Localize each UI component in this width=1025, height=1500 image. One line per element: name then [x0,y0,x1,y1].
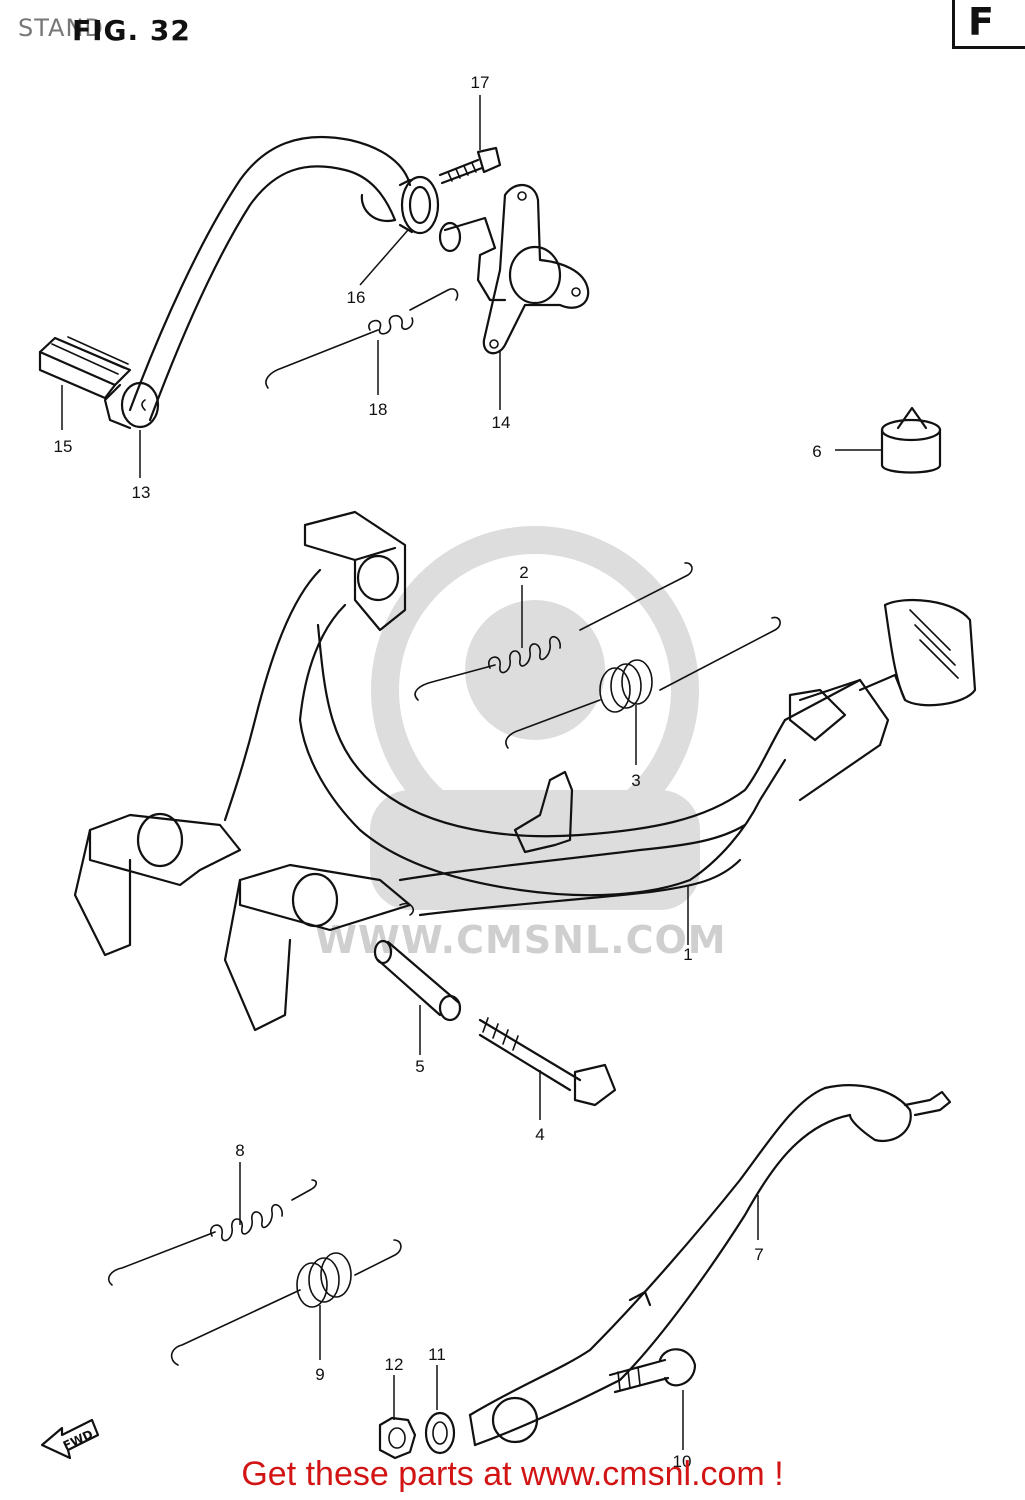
callout-4: 4 [535,1125,544,1144]
stand-spring-upper [414,562,693,701]
callout-2: 2 [519,563,528,582]
callout-9: 9 [315,1365,324,1384]
footer-promo-link[interactable]: Get these parts at www.cmsnl.com ! [241,1455,784,1493]
side-stand-nut [378,1416,417,1460]
pivot-bracket [438,184,590,355]
figure-number: FIG. 32 [72,14,191,47]
stand-bolt [478,1017,617,1107]
callout-10: 10 [673,1452,692,1471]
group-letter-box [952,0,1025,49]
callout-15: 15 [54,437,73,456]
section-title: STAND [18,14,104,42]
pedal-rubber [38,336,132,400]
group-letter: F [968,0,994,44]
pivot-bolt [438,146,502,185]
side-stand-spring-upper [107,1179,318,1286]
callout-8: 8 [235,1141,244,1160]
callout-labels: 1 2 3 4 5 6 7 8 9 10 11 12 13 14 15 16 1… [54,73,822,1471]
brake-pedal [103,135,412,430]
side-stand-washer [424,1411,456,1455]
side-stand [468,1084,952,1447]
side-stand-spring-lower [170,1239,402,1366]
callout-11: 11 [428,1345,446,1364]
callout-17: 17 [471,73,490,92]
callout-13: 13 [132,483,151,502]
callout-1: 1 [683,945,692,964]
side-stand-bolt [608,1348,697,1394]
pivot-bush [398,175,440,235]
callout-16: 16 [347,288,366,307]
leader-lines [61,95,882,1450]
center-stand [73,510,977,1032]
return-spring-small [265,288,459,389]
callout-12: 12 [385,1355,404,1374]
forward-direction-arrow: FWD [40,1418,100,1460]
fwd-label: FWD [61,1427,95,1453]
callout-14: 14 [492,413,511,432]
callout-18: 18 [369,400,388,419]
rubber-stopper [880,406,942,474]
pivot-pipe [373,939,462,1022]
stand-spring-lower [505,616,781,749]
callout-6: 6 [812,442,821,461]
callout-7: 7 [754,1245,763,1264]
callout-3: 3 [631,771,640,790]
callout-5: 5 [415,1057,424,1076]
